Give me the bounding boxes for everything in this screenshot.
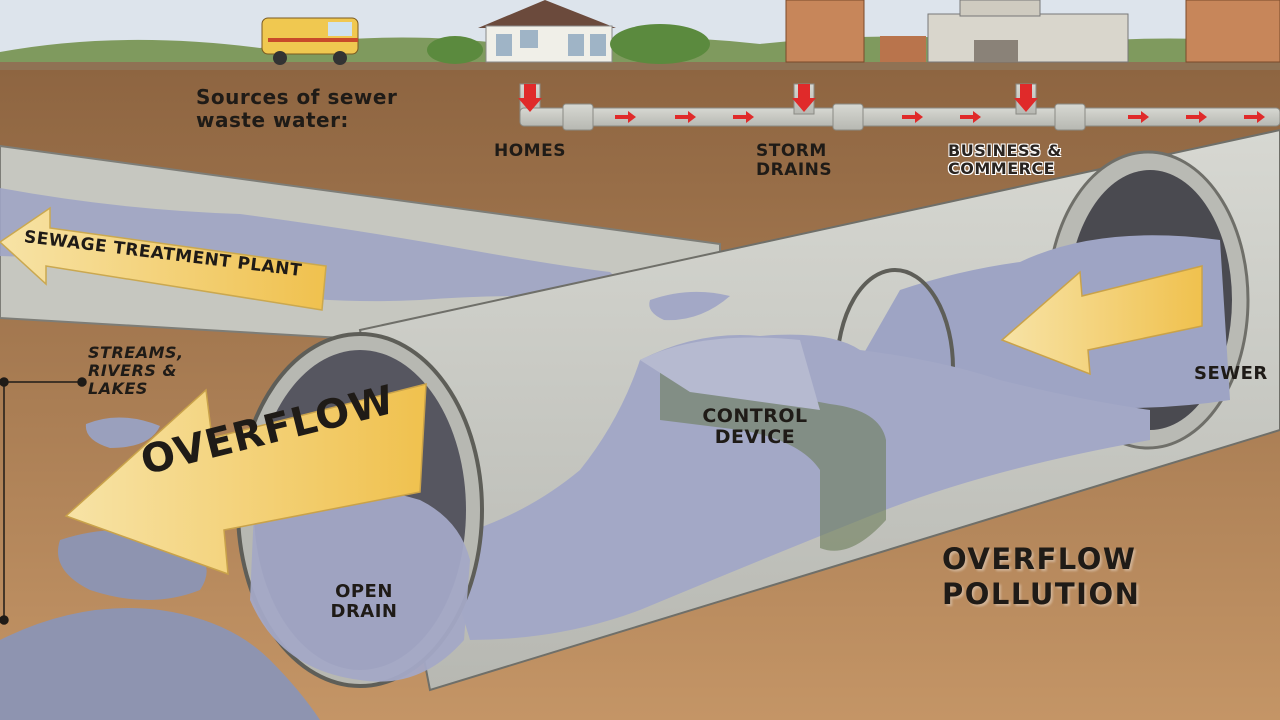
tree-icon: [427, 36, 483, 64]
sewage-plant-arrow: [0, 206, 327, 311]
source-homes-label: HOMES: [494, 141, 566, 161]
building-icon: [1185, 0, 1280, 63]
main-flow-water: [440, 334, 1150, 640]
overflow-pollution-label: OVERFLOW POLLUTION: [942, 542, 1141, 611]
lateral-flow-arrows: [615, 111, 1265, 123]
control-device-label: CONTROL DEVICE: [702, 405, 808, 449]
van-icon: [261, 17, 359, 65]
house-icon: [478, 0, 616, 63]
overflow-arrow: [64, 383, 427, 576]
open-drain-label: OPEN DRAIN: [330, 581, 398, 623]
source-storm-drains-label: STORM DRAINS: [756, 141, 833, 181]
building-icon: [785, 0, 926, 63]
sewer-flow-arrow: [1000, 265, 1203, 376]
sources-label: Sources of sewer waste water:: [196, 85, 398, 132]
stream-water: [85, 417, 160, 448]
open-drain-water: [250, 487, 470, 682]
sewer-label: SEWER: [1194, 363, 1268, 384]
tree-icon: [610, 24, 710, 64]
factory-icon: [927, 0, 1129, 63]
down-flow-arrows: [518, 84, 1038, 112]
leader-lines: [0, 377, 87, 625]
source-business-label: BUSINESS & COMMERCE: [948, 141, 1062, 178]
receiving-waters-label: STREAMS, RIVERS & LAKES: [88, 343, 184, 398]
control-device-weir: [660, 372, 886, 551]
street: [0, 62, 1280, 72]
overflow-spill: [0, 608, 320, 720]
